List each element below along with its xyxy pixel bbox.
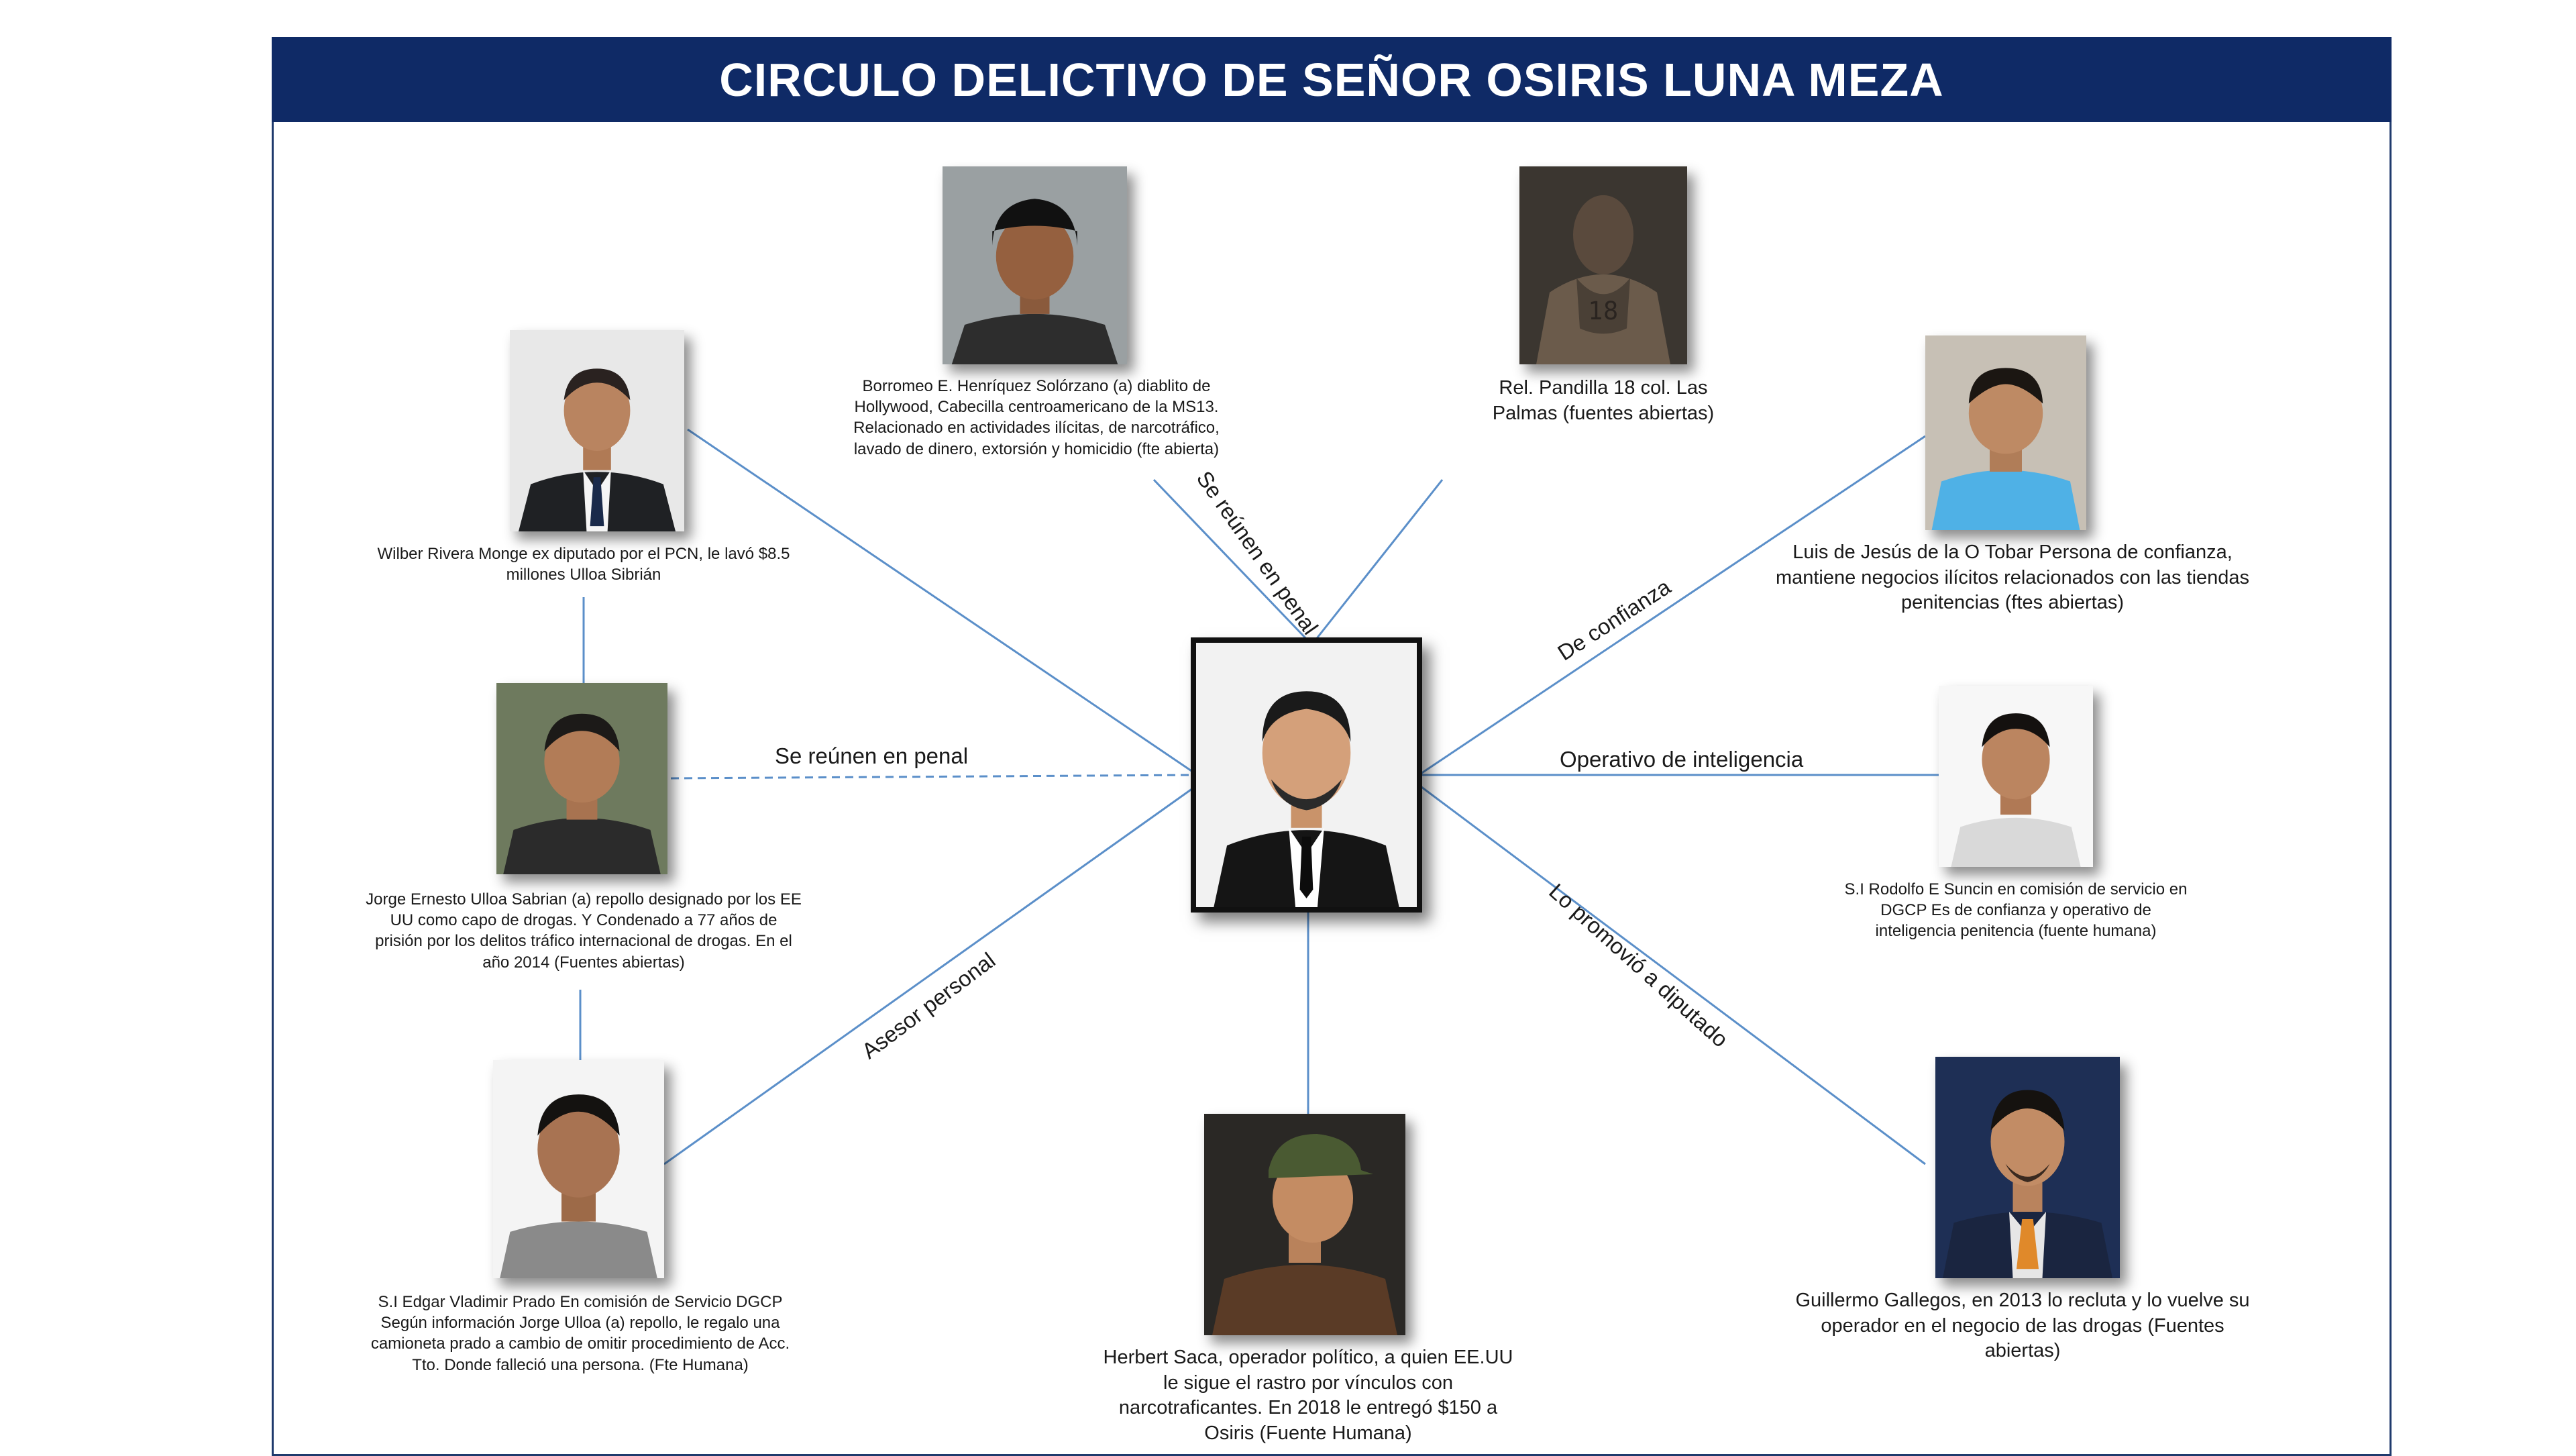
caption-rodolfo: S.I Rodolfo E Suncin en comisión de serv…: [1844, 880, 2188, 941]
caption-wilber: Wilber Rivera Monge ex diputado por el P…: [377, 545, 790, 584]
edge-line-guillermo: [1418, 784, 1926, 1165]
edge-line-wilber: [687, 428, 1198, 776]
center-photo-osiris: [1191, 637, 1422, 913]
svg-text:18: 18: [1589, 296, 1619, 325]
photo-wilber: [510, 330, 684, 531]
edge-label-rodolfo: Operativo de inteligencia: [1560, 747, 1804, 772]
caption-edgar: S.I Edgar Vladimir Prado En comisión de …: [370, 1293, 790, 1374]
edge-line-edgar: [663, 784, 1198, 1165]
photo-pandilla: 18: [1519, 166, 1687, 364]
photo-rodolfo: [1939, 686, 2093, 867]
photo-guillermo: [1935, 1057, 2120, 1278]
edge-line-borromeo: [1152, 478, 1309, 642]
title-bar: CIRCULO DELICTIVO DE SEÑOR OSIRIS LUNA M…: [272, 37, 2392, 122]
photo-jorge: [496, 683, 667, 874]
caption-herbert: Herbert Saca, operador político, a quien…: [1103, 1347, 1513, 1445]
photo-borromeo: [943, 166, 1127, 364]
edge-line-luis: [1418, 435, 1926, 776]
photo-edgar: [493, 1060, 664, 1278]
diagram-title: CIRCULO DELICTIVO DE SEÑOR OSIRIS LUNA M…: [719, 53, 1944, 106]
caption-pandilla: Rel. Pandilla 18 col. Las Palmas (fuente…: [1492, 377, 1715, 424]
photo-herbert: [1204, 1114, 1405, 1335]
edge-line-pandilla: [1313, 479, 1444, 641]
photo-luis: [1925, 335, 2086, 530]
caption-jorge: Jorge Ernesto Ulloa Sabrian (a) repollo …: [366, 890, 802, 972]
caption-guillermo: Guillermo Gallegos, en 2013 lo recluta y…: [1795, 1290, 2250, 1362]
caption-luis: Luis de Jesús de la O Tobar Persona de c…: [1775, 541, 2250, 614]
caption-borromeo: Borromeo E. Henríquez Solórzano (a) diab…: [853, 377, 1220, 458]
edge-line-jorge: [670, 774, 1198, 780]
edge-label-jorge: Se reúnen en penal: [775, 743, 969, 768]
